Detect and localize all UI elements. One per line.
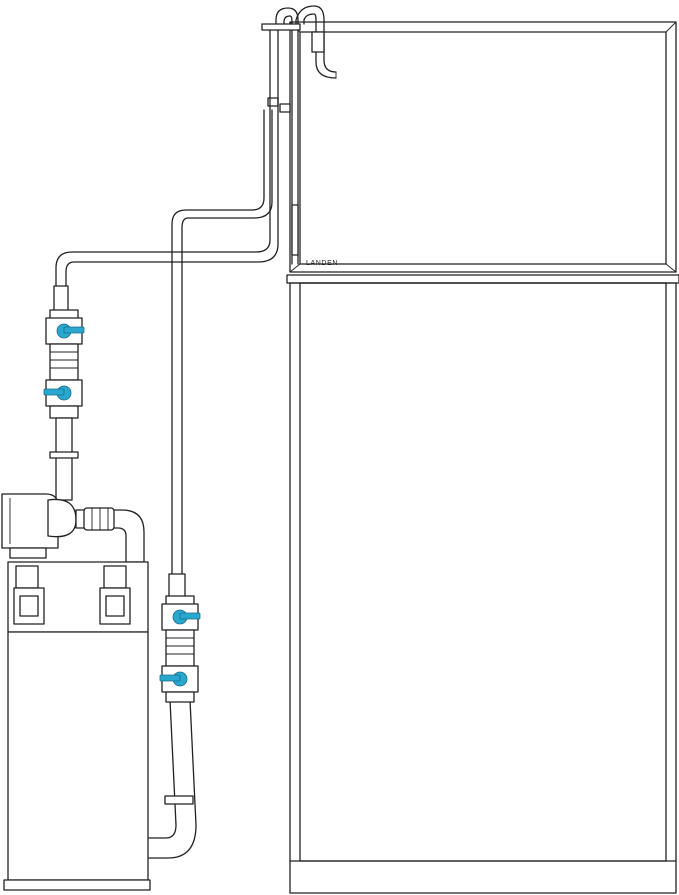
canister-filter [1,493,151,891]
overflow-intake-pipe [261,7,301,265]
double-tap-valve-upper [43,309,85,419]
return-hose [145,109,273,859]
intake-hose [53,29,279,313]
aquarium-tank: LANDEN [289,21,677,273]
brand-label: LANDEN [306,260,338,267]
intake-hose-lower [49,417,79,501]
double-tap-valve-lower [159,595,201,703]
aquarium-cabinet [286,274,679,894]
return-outlet-pipe [295,5,337,79]
